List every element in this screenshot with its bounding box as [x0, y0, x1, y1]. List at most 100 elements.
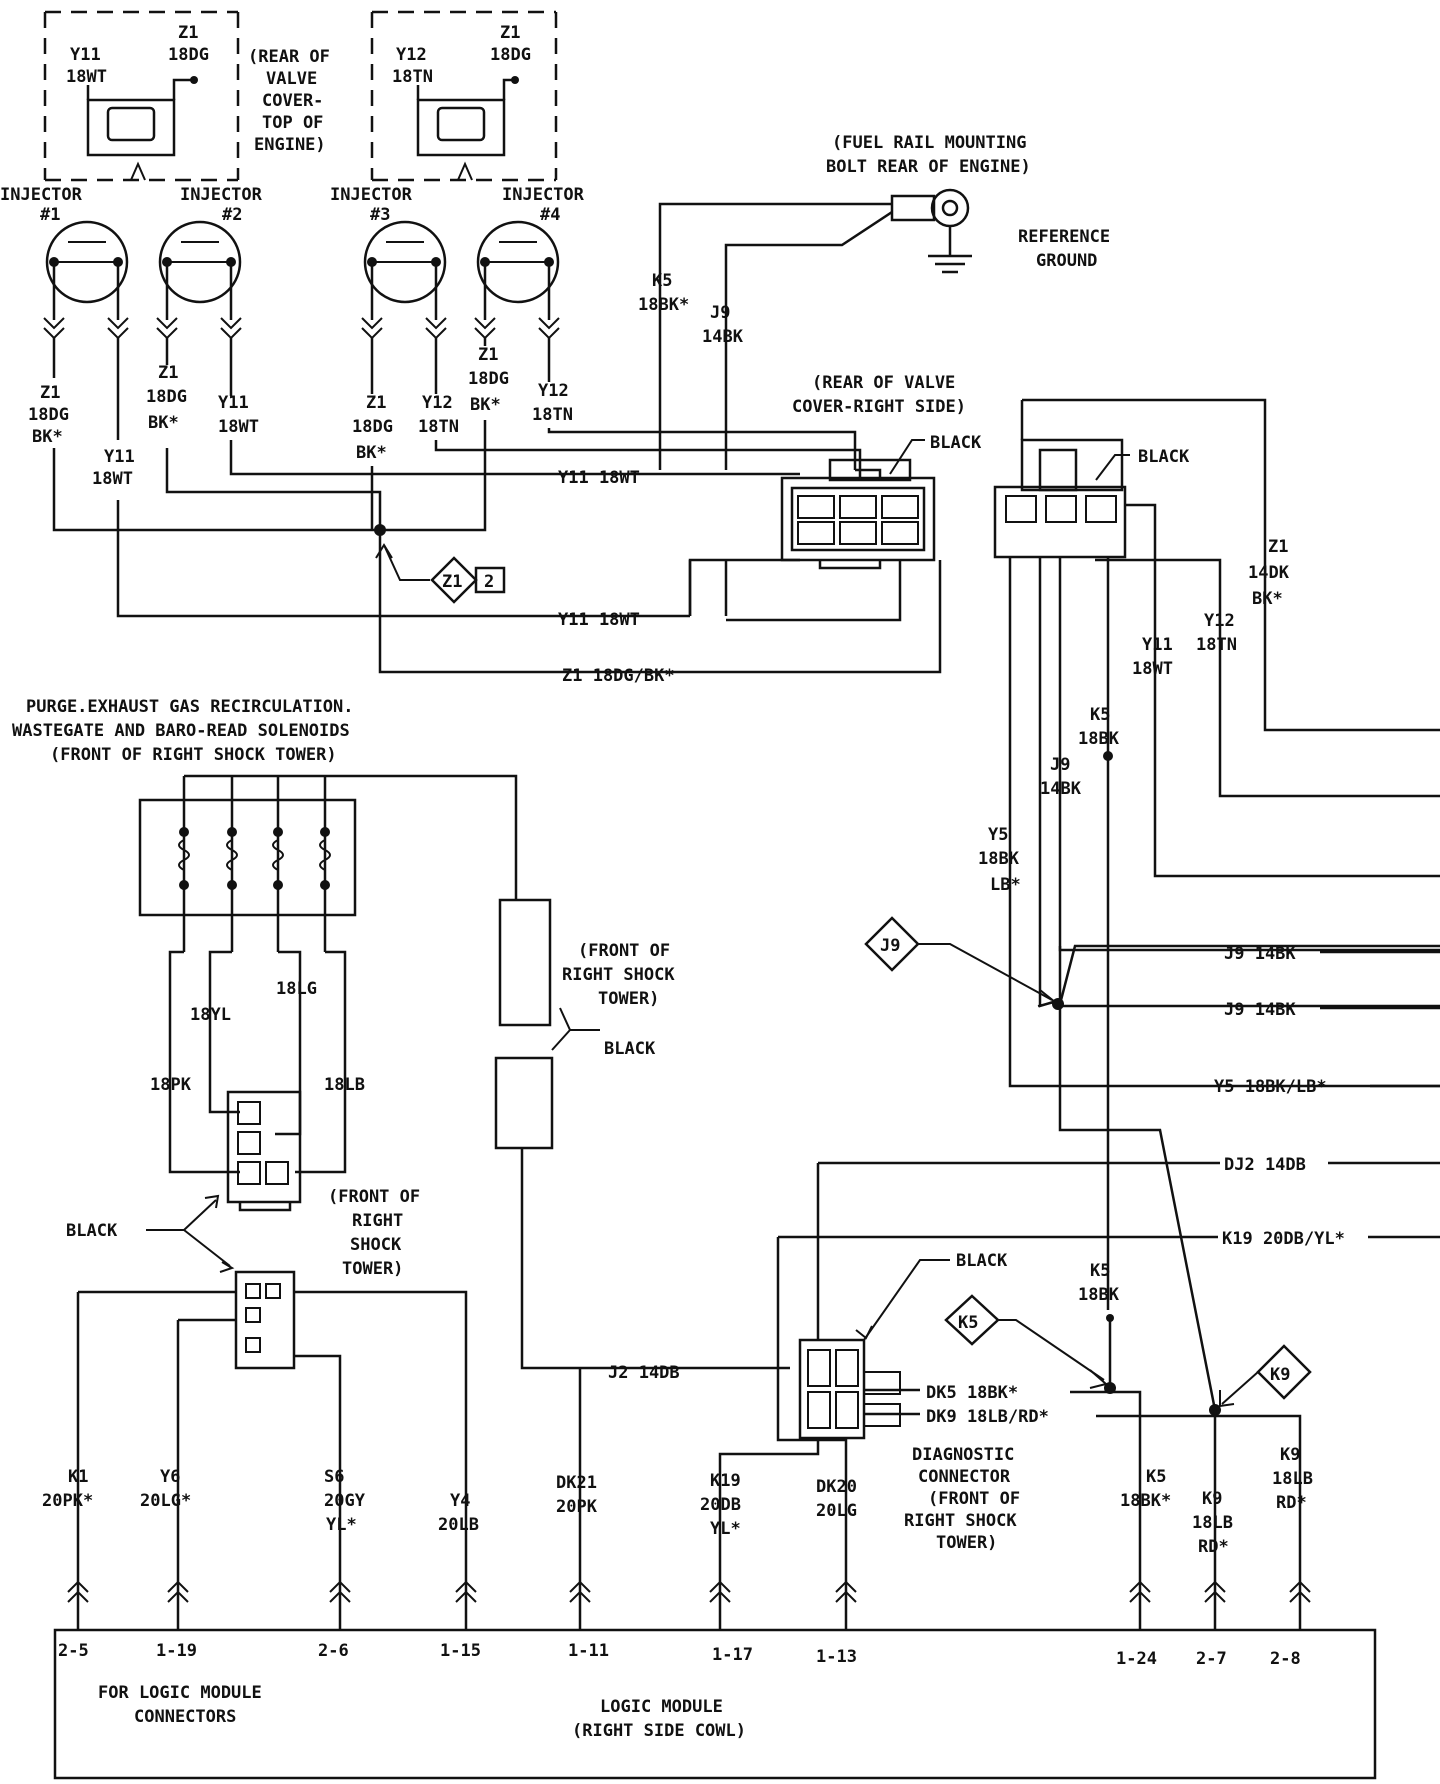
sensor1-body: [86, 98, 176, 157]
svg-text:18PK: 18PK: [150, 1075, 192, 1095]
sensor1-wire: Y11: [70, 45, 101, 65]
svg-text:1-19: 1-19: [156, 1641, 197, 1661]
svg-text:TOWER): TOWER): [936, 1533, 997, 1553]
svg-text:Y11: Y11: [218, 393, 249, 413]
svg-text:J9: J9: [880, 936, 900, 956]
wire-dk9: [1096, 1414, 1302, 1600]
svg-text:K9: K9: [1270, 1365, 1290, 1385]
wire-label-dk5: DK5 18BK*: [926, 1383, 1018, 1403]
svg-text:Z1: Z1: [158, 363, 178, 383]
svg-text:K1: K1: [68, 1467, 88, 1487]
svg-text:20PK*: 20PK*: [42, 1491, 93, 1511]
valve-cover-top-label: (REAR OF VALVE COVER- TOP OF ENGINE): [248, 47, 330, 155]
svg-text:18DG: 18DG: [490, 45, 531, 65]
svg-text:COVER-: COVER-: [262, 91, 323, 111]
svg-text:YL*: YL*: [710, 1519, 741, 1539]
svg-text:VALVE: VALVE: [266, 69, 317, 89]
svg-text:(FRONT OF: (FRONT OF: [328, 1187, 420, 1207]
svg-text:18YL: 18YL: [190, 1005, 231, 1025]
svg-text:18LB: 18LB: [1192, 1513, 1233, 1533]
svg-text:Y11: Y11: [1142, 635, 1173, 655]
svg-text:20LG*: 20LG*: [140, 1491, 191, 1511]
svg-text:1-15: 1-15: [440, 1641, 481, 1661]
svg-text:RD*: RD*: [1198, 1537, 1229, 1557]
wire-label-k19: K19 20DB/YL*: [1222, 1229, 1345, 1249]
splice-j9: J9: [864, 916, 1064, 1010]
svg-text:18TN: 18TN: [532, 405, 573, 425]
module-wire-labels: K1 20PK* Y6 20LG* S6 20GY YL* Y4 20LB DK…: [42, 1445, 1313, 1557]
svg-text:K5: K5: [958, 1313, 978, 1333]
svg-text:18LB: 18LB: [1272, 1469, 1313, 1489]
injector-wiring: [43, 262, 857, 674]
black-label-4: BLACK: [604, 1039, 656, 1059]
svg-text:1-24: 1-24: [1116, 1649, 1157, 1669]
solenoid-wire-labels: 18PK 18YL 18LG 18LB: [150, 979, 365, 1095]
svg-text:INJECTOR: INJECTOR: [330, 185, 413, 205]
diagnostic-connector: BLACK: [718, 1163, 1008, 1600]
svg-text:18TN: 18TN: [1196, 635, 1237, 655]
svg-text:(REAR OF VALVE: (REAR OF VALVE: [812, 373, 955, 393]
svg-text:BK*: BK*: [32, 427, 63, 447]
svg-text:2-6: 2-6: [318, 1641, 349, 1661]
svg-text:(FRONT OF: (FRONT OF: [928, 1489, 1020, 1509]
svg-text:TOP OF: TOP OF: [262, 113, 323, 133]
svg-text:Y12: Y12: [396, 45, 427, 65]
svg-text:RIGHT SHOCK: RIGHT SHOCK: [562, 965, 675, 985]
module-note-line1: FOR LOGIC MODULE: [98, 1683, 262, 1703]
svg-text:BLACK: BLACK: [66, 1221, 118, 1241]
k5-lower-wire: K5: [1090, 1261, 1110, 1281]
solenoid-title: PURGE.EXHAUST GAS RECIRCULATION. WASTEGA…: [12, 697, 354, 765]
svg-text:18WT: 18WT: [92, 469, 133, 489]
sensor1-gnd-wire: Z1: [178, 23, 198, 43]
k5-lower-gauge: 18BK: [1078, 1285, 1120, 1305]
injector-1: [45, 220, 129, 304]
svg-text:K5: K5: [652, 271, 672, 291]
svg-text:INJECTOR: INJECTOR: [0, 185, 83, 205]
injector-labels: INJECTOR #1 INJECTOR #2 INJECTOR #3 INJE…: [0, 185, 585, 225]
splice-k9: K9: [1213, 1344, 1312, 1600]
svg-text:20LG: 20LG: [816, 1501, 857, 1521]
svg-text:BK*: BK*: [470, 395, 501, 415]
svg-text:Y12: Y12: [538, 381, 569, 401]
svg-text:Y12: Y12: [422, 393, 453, 413]
wire-label-dk9: DK9 18LB/RD*: [926, 1407, 1049, 1427]
svg-text:BOLT REAR OF ENGINE): BOLT REAR OF ENGINE): [826, 157, 1031, 177]
svg-text:20GY: 20GY: [324, 1491, 366, 1511]
svg-text:CONNECTOR: CONNECTOR: [918, 1467, 1011, 1487]
svg-text:Y11: Y11: [104, 447, 135, 467]
svg-text:Y4: Y4: [450, 1491, 470, 1511]
wire-label-y11-a: Y11 18WT: [558, 468, 640, 488]
injector-wire-labels: Z1 18DG BK* Y11 18WT Z1 18DG BK* Y11 18W…: [28, 345, 573, 489]
svg-text:18DG: 18DG: [468, 369, 509, 389]
solenoid-block: [138, 774, 518, 1174]
sensor-box-1: Y11 18WT Z1 18DG: [43, 10, 240, 182]
svg-text:DK21: DK21: [556, 1473, 597, 1493]
svg-text:BK*: BK*: [1252, 589, 1283, 609]
svg-text:(REAR OF: (REAR OF: [248, 47, 330, 67]
svg-text:J9: J9: [710, 303, 730, 323]
right-connector: BLACK: [993, 398, 1440, 878]
svg-text:14BK: 14BK: [702, 327, 744, 347]
wire-label-y11-b: Y11 18WT: [558, 610, 640, 630]
svg-text:ENGINE): ENGINE): [254, 135, 326, 155]
svg-text:18TN: 18TN: [392, 67, 433, 87]
wire-label-dj2: DJ2 14DB: [1224, 1155, 1306, 1175]
splice-k5: K5: [944, 1294, 1109, 1389]
right-vertical-wires: [1008, 557, 1440, 1411]
svg-text:BK*: BK*: [148, 413, 179, 433]
valve-cover-connector: (REAR OF VALVE COVER-RIGHT SIDE) BLACK: [540, 373, 982, 674]
svg-text:REFERENCE: REFERENCE: [1018, 227, 1110, 247]
svg-text:Z1: Z1: [40, 383, 60, 403]
svg-text:#1: #1: [40, 205, 60, 225]
svg-text:K5: K5: [1090, 705, 1110, 725]
module-note-line2: CONNECTORS: [134, 1707, 236, 1727]
black-label-5: BLACK: [956, 1251, 1008, 1271]
svg-text:18DG: 18DG: [146, 387, 187, 407]
svg-text:DIAGNOSTIC: DIAGNOSTIC: [912, 1445, 1014, 1465]
svg-text:18BK: 18BK: [1078, 729, 1120, 749]
wire-label-j9-b: J9 14BK: [1224, 1000, 1296, 1020]
svg-text:Y6: Y6: [160, 1467, 180, 1487]
svg-text:(FRONT OF: (FRONT OF: [578, 941, 670, 961]
svg-text:20LB: 20LB: [438, 1515, 479, 1535]
